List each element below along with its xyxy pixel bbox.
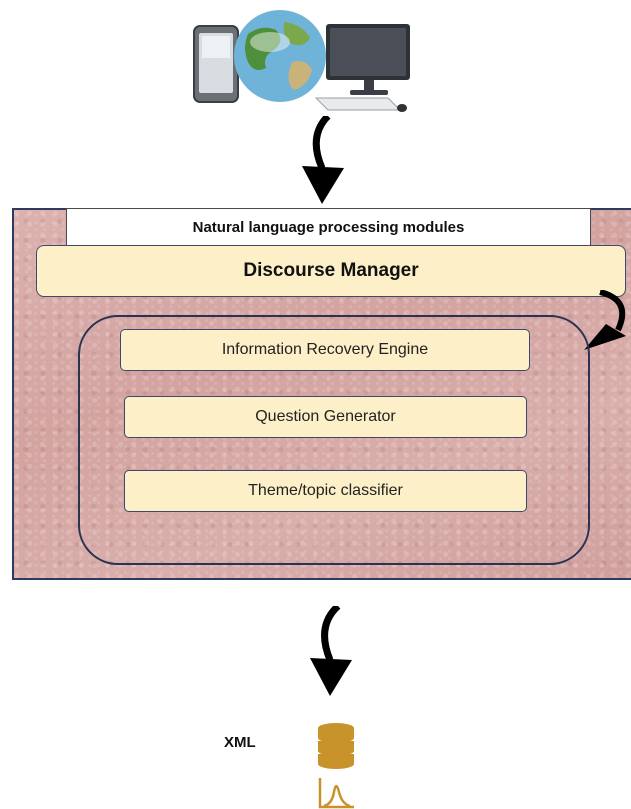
- module-question-generator: Question Generator: [124, 396, 527, 438]
- tablet-icon: [193, 25, 239, 103]
- panel-header: Natural language processing modules: [66, 208, 591, 246]
- discourse-manager-box: Discourse Manager: [36, 245, 626, 297]
- xml-label: XML: [224, 734, 256, 751]
- globe-icon: [234, 10, 326, 102]
- devices-illustration: [193, 10, 410, 112]
- modules-group: [78, 315, 590, 565]
- curved-arrow: [584, 290, 626, 350]
- distribution-chart-icon: [318, 778, 354, 809]
- module-theme-topic-classifier: Theme/topic classifier: [124, 470, 527, 512]
- down-arrow-top: [302, 116, 344, 204]
- down-arrow-bottom: [310, 606, 352, 696]
- desktop-computer-icon: [314, 24, 410, 112]
- database-icon: [318, 723, 354, 809]
- module-information-recovery-engine: Information Recovery Engine: [120, 329, 530, 371]
